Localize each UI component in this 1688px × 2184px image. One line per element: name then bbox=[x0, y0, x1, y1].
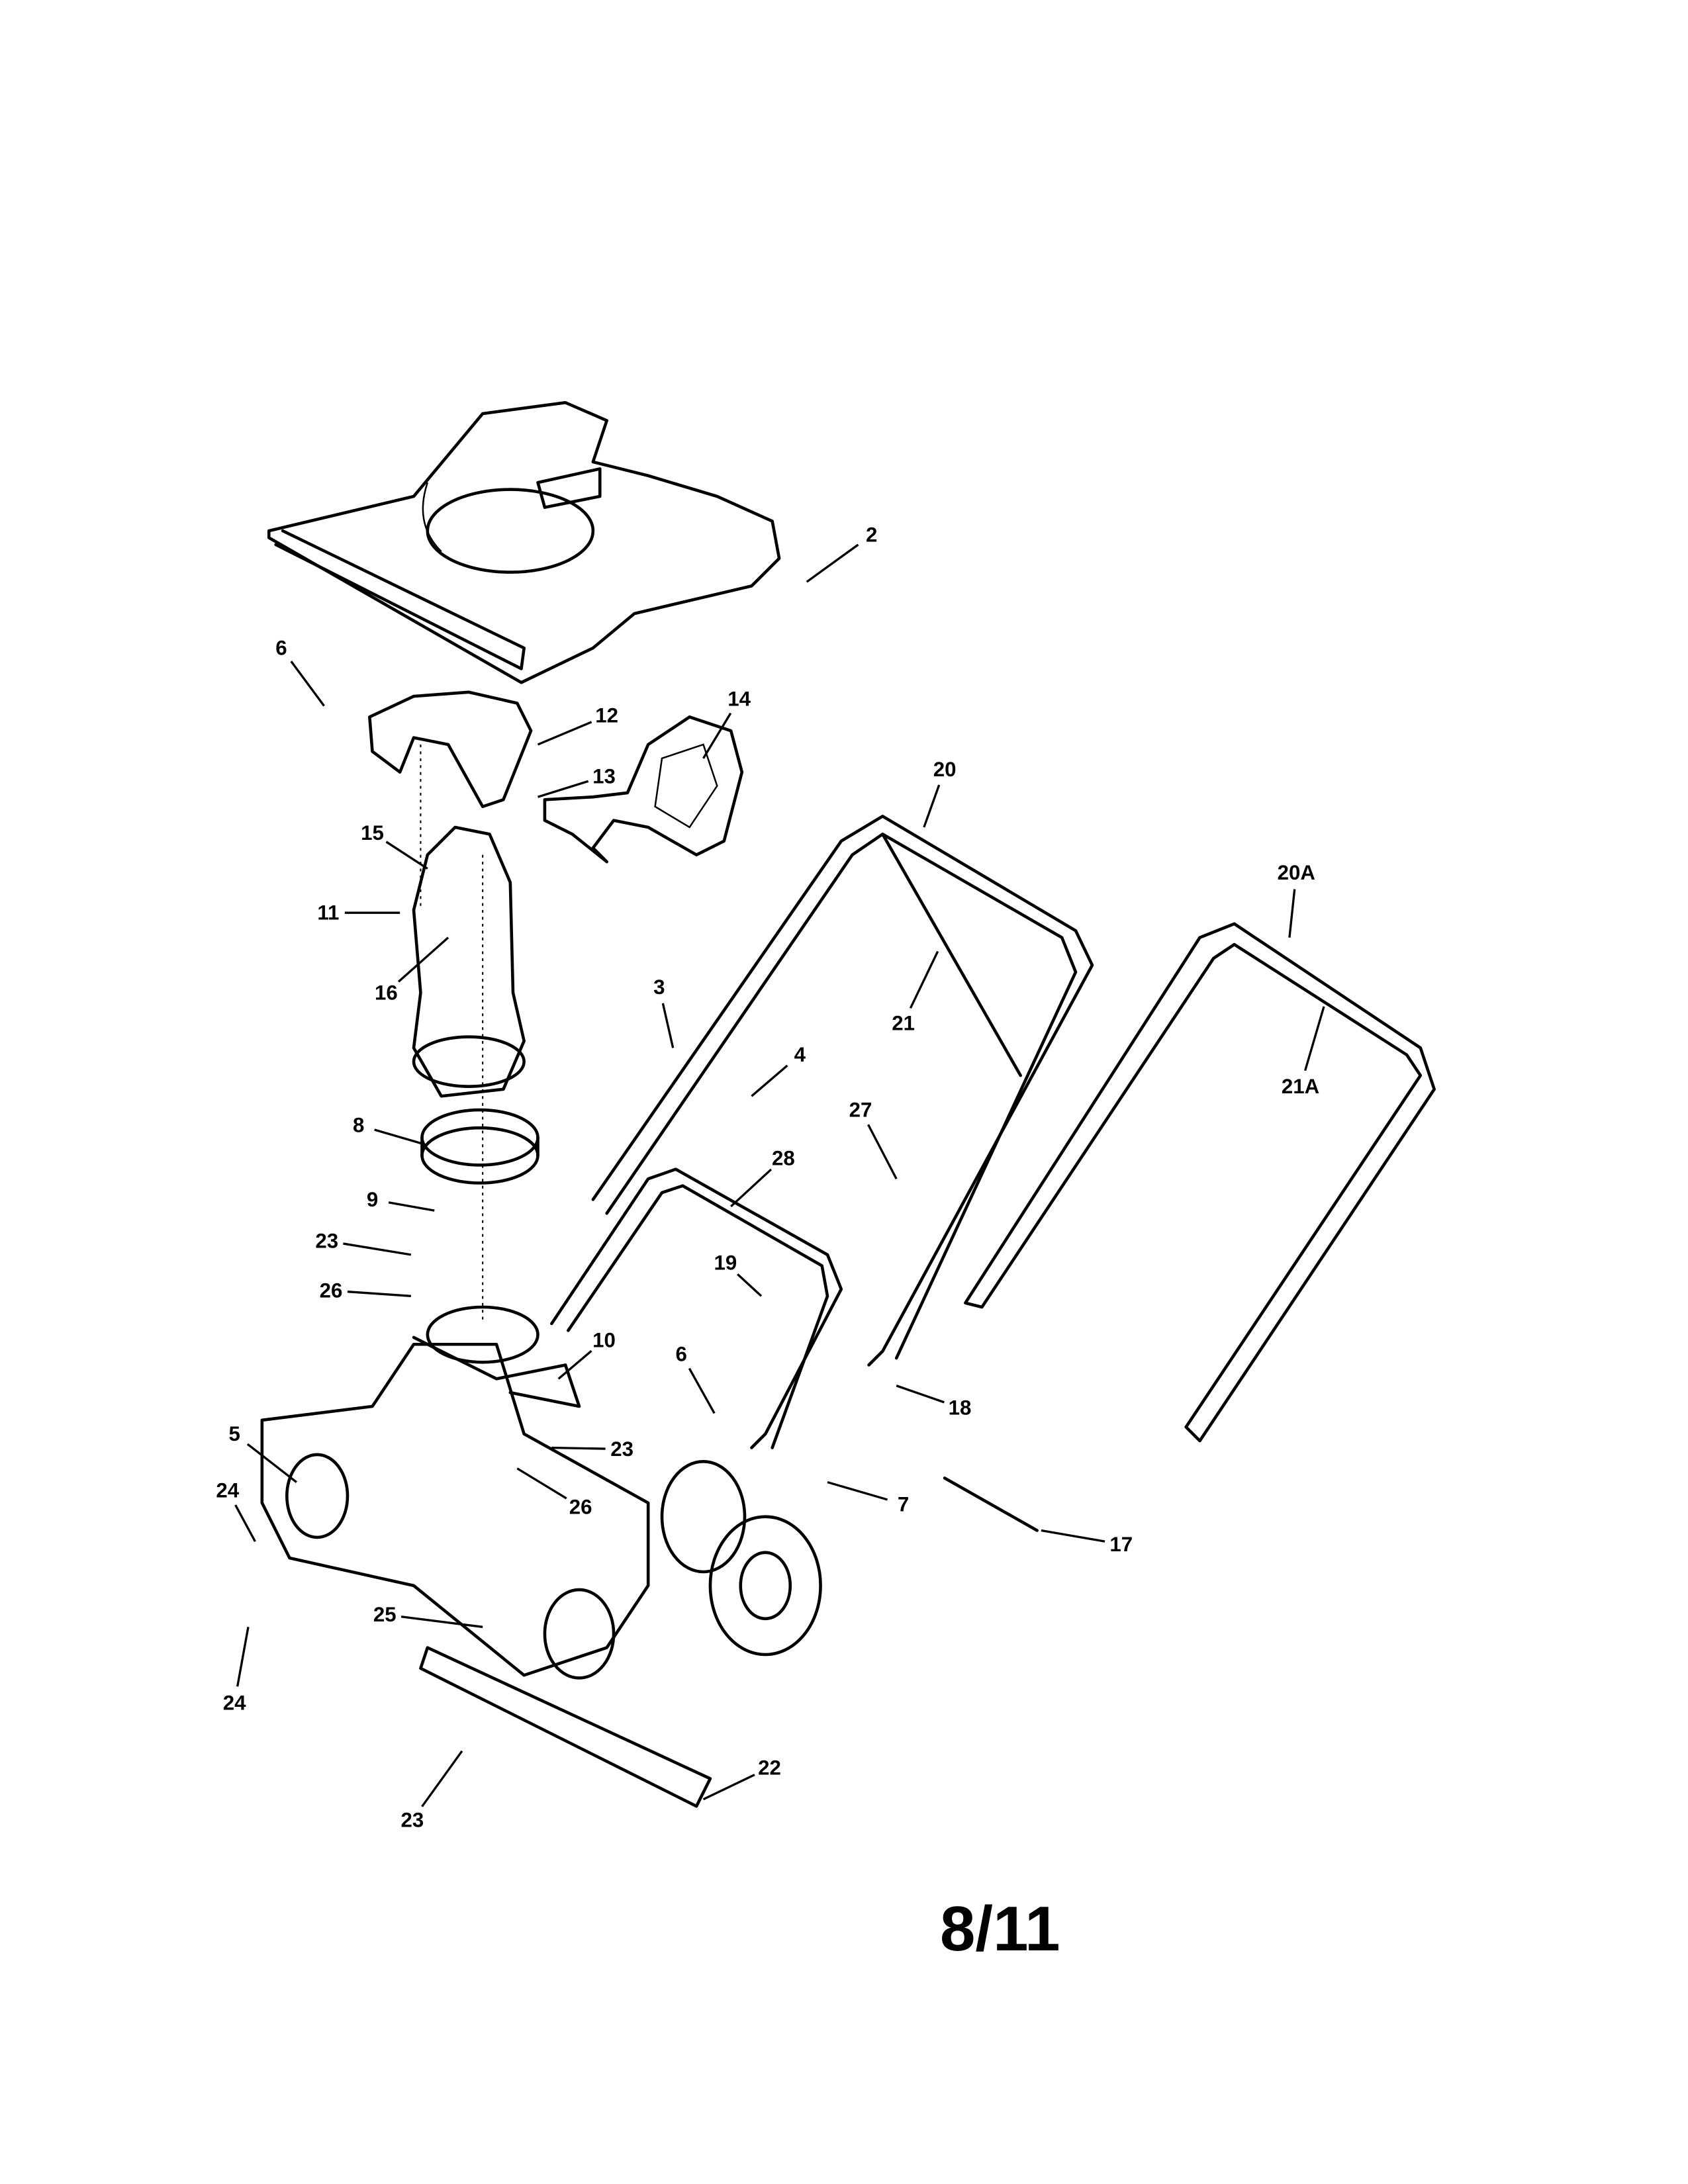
callout-leader bbox=[388, 1201, 435, 1212]
callout-label-20A: 20A bbox=[1278, 861, 1315, 884]
callout-label-23: 23 bbox=[315, 1229, 338, 1252]
callout-leader bbox=[1288, 889, 1296, 938]
handle-rod bbox=[943, 1477, 1039, 1532]
callout-label-11: 11 bbox=[317, 901, 339, 925]
callout-leader bbox=[923, 784, 941, 828]
callout-label-24: 24 bbox=[223, 1691, 246, 1714]
callout-label-26: 26 bbox=[569, 1496, 592, 1519]
page-number: 8/11 bbox=[940, 1893, 1060, 1964]
callout-label-24: 24 bbox=[216, 1479, 239, 1502]
callout-label-6: 6 bbox=[275, 637, 287, 660]
callout-label-6: 6 bbox=[675, 1342, 686, 1365]
callout-leader bbox=[385, 841, 428, 870]
callout-label-18: 18 bbox=[949, 1396, 972, 1420]
callout-leader bbox=[374, 1128, 426, 1146]
callout-leader bbox=[538, 780, 589, 798]
callout-label-5: 5 bbox=[228, 1422, 240, 1445]
callout-label-4: 4 bbox=[794, 1043, 806, 1066]
handle-upper bbox=[591, 815, 1094, 1367]
callout-label-8: 8 bbox=[353, 1113, 364, 1136]
callout-leader bbox=[551, 1446, 606, 1450]
chute-ring bbox=[420, 1108, 539, 1185]
callout-leader bbox=[421, 1750, 463, 1807]
callout-label-19: 19 bbox=[714, 1251, 737, 1275]
handle-lower bbox=[550, 1167, 843, 1449]
callout-label-2: 2 bbox=[866, 523, 877, 547]
callout-leader bbox=[896, 1385, 945, 1404]
wheel-right bbox=[708, 1515, 822, 1657]
callout-label-3: 3 bbox=[653, 976, 665, 999]
callout-label-10: 10 bbox=[592, 1328, 616, 1351]
callout-label-25: 25 bbox=[373, 1603, 397, 1626]
callout-label-28: 28 bbox=[772, 1146, 795, 1169]
callout-label-14: 14 bbox=[727, 688, 751, 711]
callout-label-23: 23 bbox=[401, 1808, 424, 1831]
callout-leader bbox=[516, 1467, 567, 1500]
callout-leader bbox=[806, 543, 859, 583]
callout-leader bbox=[867, 1124, 898, 1180]
callout-leader bbox=[751, 1064, 788, 1097]
callout-leader bbox=[688, 1367, 716, 1414]
callout-leader bbox=[1304, 1006, 1325, 1071]
callout-label-22: 22 bbox=[758, 1756, 781, 1779]
callout-label-20: 20 bbox=[933, 758, 957, 781]
callout-label-13: 13 bbox=[592, 764, 616, 788]
callout-label-21: 21 bbox=[892, 1011, 915, 1034]
callout-leader bbox=[1041, 1529, 1105, 1543]
callout-leader bbox=[246, 1443, 297, 1483]
callout-leader bbox=[537, 721, 592, 746]
shroud bbox=[267, 401, 781, 684]
scraper-bar bbox=[419, 1646, 712, 1808]
callout-label-17: 17 bbox=[1109, 1533, 1133, 1556]
callout-leader bbox=[737, 1273, 763, 1297]
callout-label-23: 23 bbox=[610, 1437, 633, 1461]
chute bbox=[412, 825, 526, 1098]
callout-label-26: 26 bbox=[320, 1279, 343, 1302]
callout-label-15: 15 bbox=[361, 821, 384, 844]
callout-label-12: 12 bbox=[595, 704, 618, 727]
handle-upper-alt bbox=[964, 922, 1436, 1443]
callout-label-21A: 21A bbox=[1282, 1075, 1319, 1098]
callout-leader bbox=[827, 1480, 888, 1501]
upper-chute bbox=[368, 690, 533, 809]
callout-leader bbox=[909, 950, 939, 1009]
callout-label-27: 27 bbox=[849, 1099, 872, 1122]
callout-leader bbox=[557, 1349, 592, 1380]
callout-leader bbox=[236, 1627, 250, 1687]
callout-leader bbox=[730, 1168, 773, 1208]
callout-leader bbox=[661, 1003, 675, 1048]
callout-leader bbox=[290, 660, 325, 707]
callout-leader bbox=[702, 1774, 755, 1801]
callout-leader bbox=[234, 1504, 256, 1542]
callout-label-9: 9 bbox=[367, 1188, 378, 1211]
callout-leader bbox=[702, 712, 732, 759]
callout-leader bbox=[397, 936, 449, 983]
callout-leader bbox=[400, 1615, 483, 1628]
housing bbox=[260, 745, 650, 1680]
callout-leader bbox=[343, 1242, 412, 1256]
chute-deflector bbox=[543, 715, 744, 864]
callout-leader bbox=[347, 1291, 411, 1297]
wheel-left bbox=[660, 1460, 747, 1574]
callout-label-7: 7 bbox=[898, 1492, 909, 1516]
callout-label-16: 16 bbox=[375, 981, 398, 1004]
